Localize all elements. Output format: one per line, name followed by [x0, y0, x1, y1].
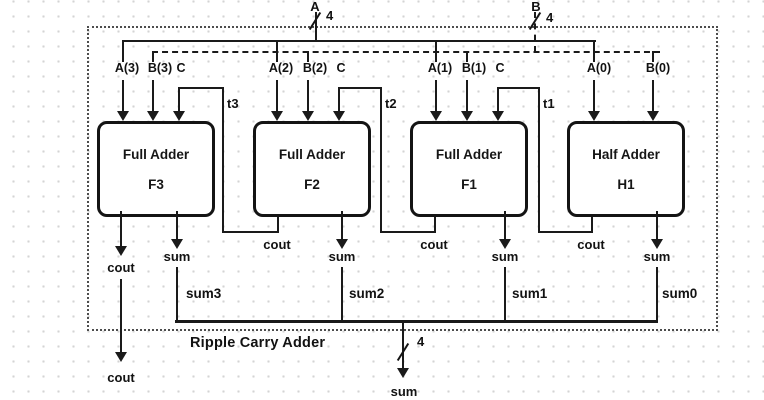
carry-wire-t3-bottom: [222, 231, 279, 233]
sum-arrow-f2: [336, 211, 348, 249]
pin-label-c3: C: [176, 61, 186, 75]
carry-label-t2: t2: [385, 96, 397, 111]
final-sum-label: sum: [390, 384, 418, 399]
cout-label-h1: cout: [577, 237, 605, 252]
adder-id-f1: F1: [461, 176, 477, 192]
cout-drop-f2: [277, 211, 279, 233]
carry-wire-t2-bottom: [380, 231, 436, 233]
carry-wire-t1-top: [497, 87, 540, 89]
carry-wire-t1: [538, 87, 540, 233]
sum-arrow-f3: [171, 211, 183, 249]
carry-label-t1: t1: [543, 96, 555, 111]
arrow-a0: [588, 80, 600, 121]
adder-id-f3: F3: [148, 176, 164, 192]
adder-id-f2: F2: [304, 176, 320, 192]
carry-wire-t1-bottom: [538, 231, 593, 233]
input-b-label: B: [531, 0, 541, 14]
bus-width-sum: 4: [417, 334, 425, 349]
arrow-c3: [173, 87, 185, 121]
stub-b0: [652, 51, 654, 62]
cout-label-f1: cout: [420, 237, 448, 252]
bus-width-b: 4: [546, 10, 554, 25]
pin-label-a3: A(3): [114, 61, 140, 75]
pin-label-a0: A(0): [586, 61, 612, 75]
pin-label-b0: B(0): [645, 61, 671, 75]
final-sum-arrow: [397, 322, 409, 378]
sum-label-h1: sum: [643, 249, 671, 264]
net-label-sum1: sum1: [512, 286, 548, 301]
stub-b1: [466, 51, 468, 62]
adder-id-h1: H1: [617, 176, 635, 192]
carry-wire-t3: [222, 87, 224, 233]
sum-label-f3: sum: [163, 249, 191, 264]
carry-wire-t2: [380, 87, 382, 233]
net-label-sum0: sum0: [662, 286, 698, 301]
adder-type-f3: Full Adder: [122, 146, 190, 162]
bus-b-line: [152, 51, 660, 53]
sum-net-wire-0: [656, 267, 658, 321]
input-b-wire: [534, 12, 536, 52]
carry-wire-t2-top: [338, 87, 382, 89]
sum-arrow-h1: [651, 211, 663, 249]
pin-label-c1: C: [495, 61, 505, 75]
cout-label-f2: cout: [263, 237, 291, 252]
cout-arrow-f3: [115, 211, 127, 256]
stub-b3: [152, 51, 154, 62]
pin-label-a1: A(1): [427, 61, 453, 75]
sum-label-f1: sum: [491, 249, 519, 264]
arrow-b1: [461, 80, 473, 121]
adder-type-f2: Full Adder: [278, 146, 346, 162]
pin-label-b1: B(1): [461, 61, 487, 75]
sum-bus: [175, 320, 658, 323]
pin-label-b3: B(3): [147, 61, 173, 75]
arrow-b0: [647, 80, 659, 121]
adder-type-f1: Full Adder: [435, 146, 503, 162]
sum-net-wire-3: [176, 267, 178, 321]
sum-label-f2: sum: [328, 249, 356, 264]
tap-a0: [593, 40, 595, 62]
cout-label-final: cout: [107, 370, 135, 385]
tap-a2: [276, 40, 278, 62]
carry-label-t3: t3: [227, 96, 239, 111]
arrow-a1: [430, 80, 442, 121]
diagram-title: Ripple Carry Adder: [190, 335, 326, 351]
cout-drop-f1: [434, 211, 436, 233]
arrow-c2: [333, 87, 345, 121]
adder-block-h1: Half Adder H1: [567, 121, 685, 217]
adder-block-f3: Full Adder F3: [97, 121, 215, 217]
pin-label-c2: C: [336, 61, 346, 75]
stub-b2: [307, 51, 309, 62]
cout-drop-h1: [591, 211, 593, 233]
sum-arrow-f1: [499, 211, 511, 249]
arrow-b2: [302, 80, 314, 121]
carry-wire-t3-top: [178, 87, 224, 89]
arrow-c1: [492, 87, 504, 121]
pin-label-a2: A(2): [268, 61, 294, 75]
bus-width-a: 4: [326, 8, 334, 23]
net-label-sum2: sum2: [349, 286, 385, 301]
sum-net-wire-2: [341, 267, 343, 321]
net-label-sum3: sum3: [186, 286, 222, 301]
arrow-a2: [271, 80, 283, 121]
cout-label-f3: cout: [107, 260, 135, 275]
adder-block-f2: Full Adder F2: [253, 121, 371, 217]
input-a-wire: [315, 12, 317, 41]
pin-label-b2: B(2): [302, 61, 328, 75]
tap-a3: [122, 40, 124, 62]
adder-type-h1: Half Adder: [592, 146, 660, 162]
sum-net-wire-1: [504, 267, 506, 321]
tap-a1: [435, 40, 437, 62]
arrow-b3: [147, 80, 159, 121]
input-a-label: A: [310, 0, 320, 14]
bus-a-line: [122, 40, 596, 42]
arrow-a3: [117, 80, 129, 121]
adder-block-f1: Full Adder F1: [410, 121, 528, 217]
cout-arrow-final: [115, 279, 127, 362]
